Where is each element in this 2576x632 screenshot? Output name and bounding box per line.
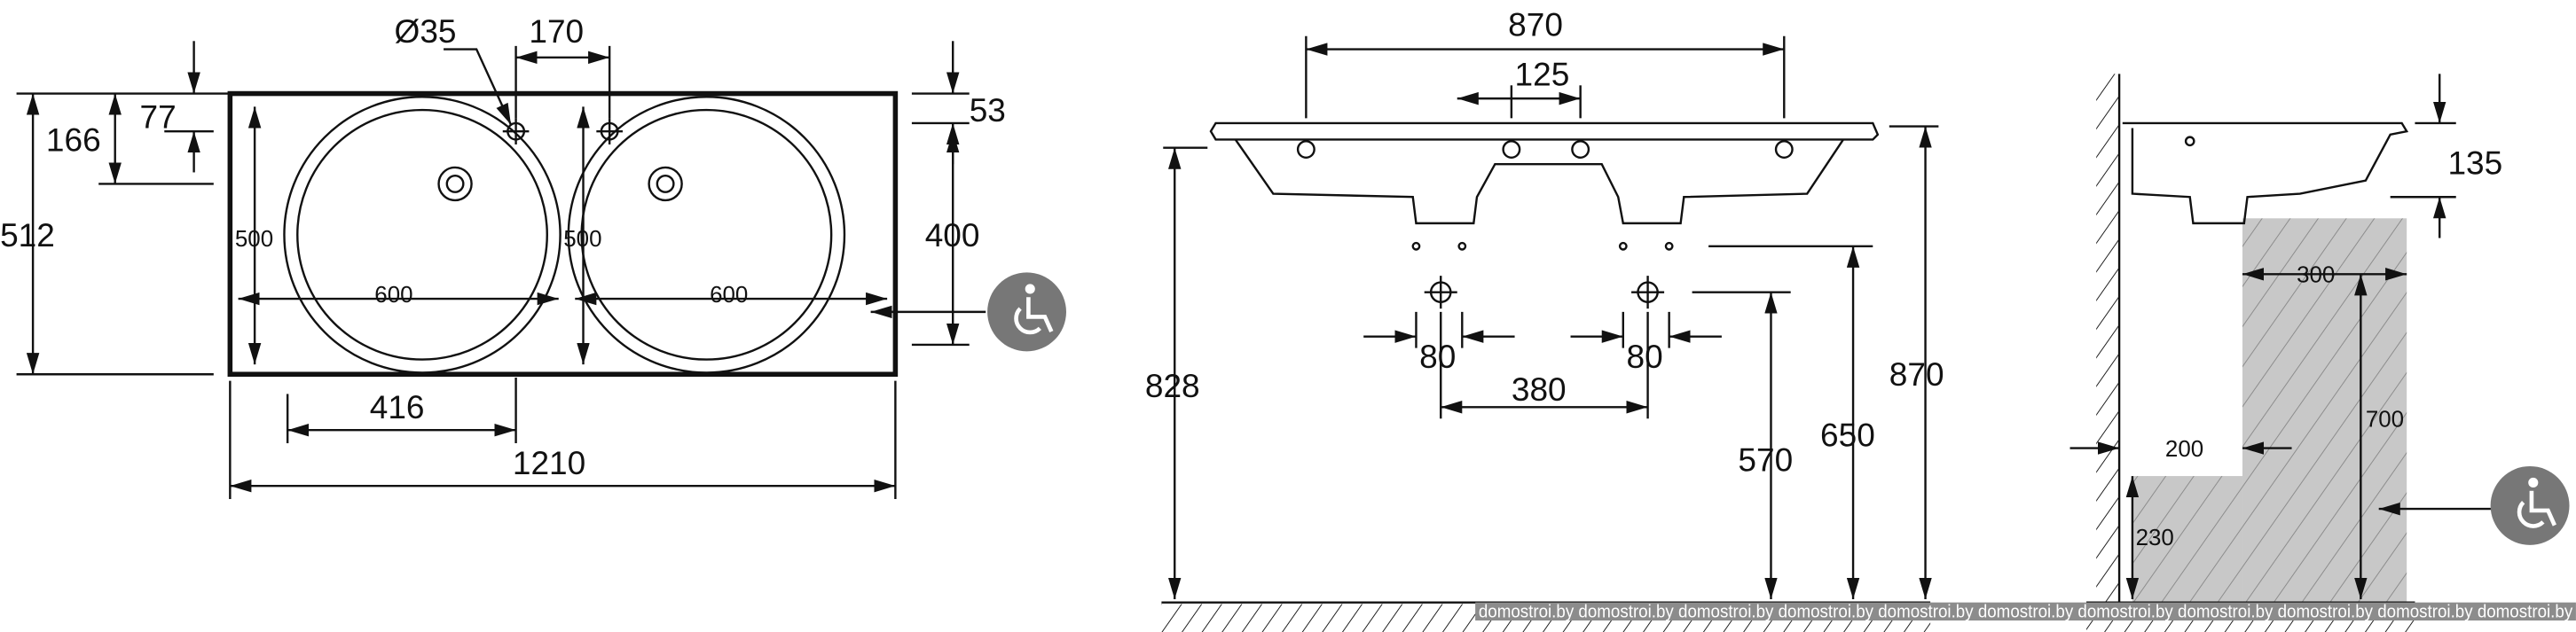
dim-166: 166 bbox=[46, 121, 101, 158]
dim-300: 300 bbox=[2297, 263, 2335, 288]
dim-700: 700 bbox=[2366, 408, 2404, 433]
dim-600-right: 600 bbox=[710, 283, 748, 308]
dim-77: 77 bbox=[139, 98, 176, 135]
dim-80-right: 80 bbox=[1627, 338, 1663, 375]
dim-53: 53 bbox=[970, 91, 1006, 129]
watermark: domostroi.by domostroi.by domostroi.by d… bbox=[1475, 602, 2576, 621]
dim-230: 230 bbox=[2136, 526, 2174, 550]
dim-500-right: 500 bbox=[563, 227, 601, 252]
wheelchair-accessibility-icon bbox=[987, 272, 1066, 352]
left-bowl bbox=[283, 96, 562, 374]
dim-870-top: 870 bbox=[1508, 6, 1563, 43]
dim-650: 650 bbox=[1820, 417, 1875, 454]
wheelchair-accessibility-icon bbox=[2490, 465, 2570, 545]
dim-828: 828 bbox=[1145, 367, 1200, 404]
tap-holes bbox=[502, 118, 623, 144]
dim-400: 400 bbox=[925, 216, 980, 254]
plan-view: Ø35 170 53 166 77 512 500 500 600 600 40… bbox=[0, 12, 1066, 499]
dim-200: 200 bbox=[2165, 437, 2203, 462]
front-view: 870 125 828 870 650 570 80 80 380 bbox=[1145, 6, 1944, 632]
watermark-text: domostroi.by domostroi.by domostroi.by d… bbox=[1479, 602, 2573, 621]
dim-600-left: 600 bbox=[374, 283, 412, 308]
dim-570: 570 bbox=[1738, 441, 1793, 479]
dim-80-left: 80 bbox=[1419, 338, 1456, 375]
dim-125: 125 bbox=[1515, 55, 1570, 92]
basin-outline bbox=[227, 90, 899, 378]
dim-416: 416 bbox=[370, 388, 425, 425]
side-view: 135 300 200 700 230 bbox=[2069, 74, 2570, 632]
dim-500-left: 500 bbox=[235, 227, 273, 252]
dim-512: 512 bbox=[0, 216, 55, 254]
dim-135: 135 bbox=[2447, 144, 2502, 181]
dim-hole-diameter: Ø35 bbox=[395, 12, 457, 50]
dim-tap-spacing: 170 bbox=[529, 12, 584, 50]
dim-1210: 1210 bbox=[513, 444, 585, 481]
dim-870-right: 870 bbox=[1889, 355, 1944, 393]
dim-380: 380 bbox=[1512, 371, 1567, 408]
